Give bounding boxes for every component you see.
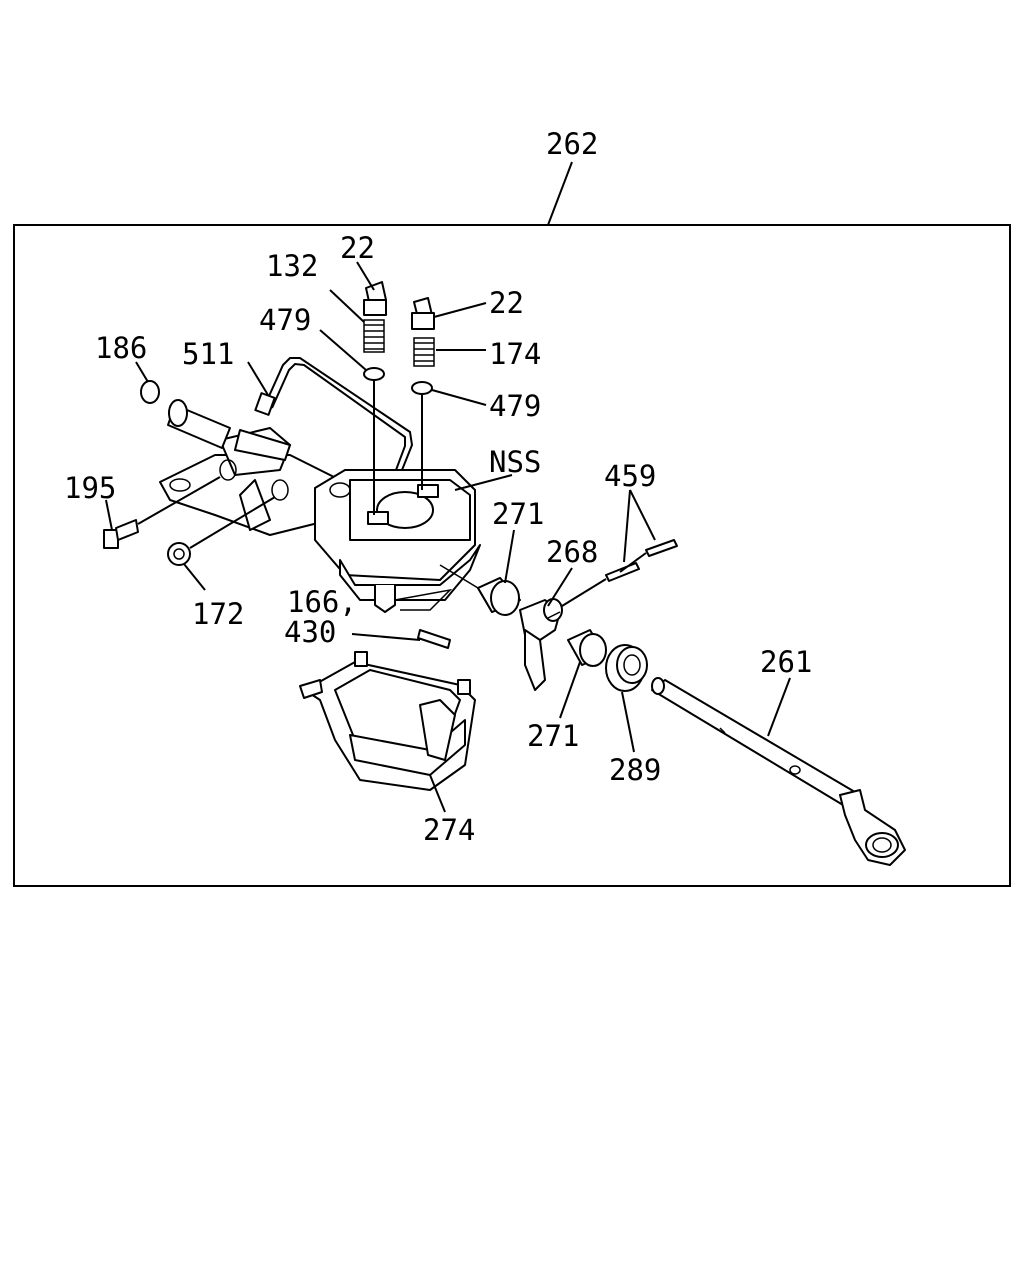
label-132: 132 [266, 249, 318, 283]
part-261-rod [651, 677, 906, 866]
label-195: 195 [64, 471, 116, 505]
part-166-430-pin [417, 629, 451, 649]
part-289-bearing [605, 644, 648, 692]
part-186-plug [140, 380, 160, 404]
assembly-frame [13, 224, 1011, 887]
label-166: 166, [287, 585, 357, 619]
part-479-right-ring [411, 381, 433, 395]
part-511-tube [254, 357, 414, 471]
part-274-cover [299, 651, 476, 791]
part-172-washer [167, 496, 276, 566]
label-22-left: 22 [340, 231, 375, 265]
label-289: 289 [609, 753, 661, 787]
label-274: 274 [423, 813, 475, 847]
label-174: 174 [489, 337, 541, 371]
label-430: 430 [284, 615, 336, 649]
part-459-pins [561, 539, 678, 607]
part-22-right-plunger [411, 297, 435, 330]
part-268-lever [519, 598, 563, 691]
part-132-spring [363, 319, 385, 353]
label-459: 459 [604, 459, 656, 493]
part-195-bolt [103, 476, 221, 549]
part-271-lower-bushing [567, 629, 607, 667]
shift-housing [159, 427, 481, 613]
part-479-left-ring [363, 367, 385, 381]
pipe-end [167, 399, 231, 449]
label-479-left: 479 [259, 303, 311, 337]
part-22-left-plunger [363, 281, 387, 316]
label-262: 262 [546, 127, 598, 161]
leader-262 [547, 161, 573, 226]
label-268: 268 [546, 535, 598, 569]
label-479-right: 479 [489, 389, 541, 423]
label-172: 172 [192, 597, 244, 631]
label-22-right: 22 [489, 286, 524, 320]
label-261: 261 [760, 645, 812, 679]
part-174-spring [413, 337, 435, 367]
label-511: 511 [182, 337, 234, 371]
label-271-lower: 271 [527, 719, 579, 753]
label-271-upper: 271 [492, 497, 544, 531]
label-nss: NSS [489, 445, 541, 479]
label-186: 186 [95, 331, 147, 365]
part-271-upper-bushing [439, 564, 521, 616]
